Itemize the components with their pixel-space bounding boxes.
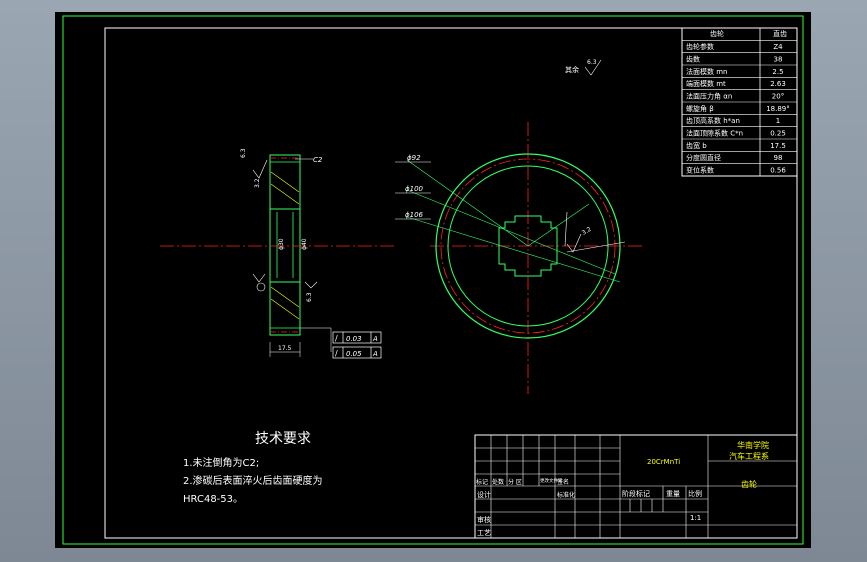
param-name-6: 齿顶高系数 h*an [686, 116, 740, 125]
outer-border [62, 15, 804, 545]
chamfer-label: C2 [313, 156, 323, 164]
param-value-7: 0.25 [770, 130, 786, 138]
tb-part-name: 齿轮 [741, 479, 757, 489]
svg-text:/: / [335, 349, 338, 358]
param-value-9: 98 [774, 154, 783, 162]
side-view: C2 6.3 3.2 6.3 ϕ30 ϕ40 17.5 [160, 148, 395, 359]
tb-school: 华南学院 [737, 440, 769, 450]
tb-department: 汽车工程系 [729, 451, 769, 461]
rough-rest: 6.3 [587, 59, 597, 66]
tip-circle [435, 153, 621, 339]
tb-zone: 分 区 [508, 478, 522, 486]
param-name-8: 齿宽 b [686, 141, 707, 150]
param-value-8: 17.5 [770, 142, 786, 150]
tolerance-frame-1: / 0.03 A [332, 331, 382, 344]
tb-material: 20CrMnTi [647, 458, 680, 466]
param-name-5: 螺旋角 β [686, 104, 714, 113]
tb-stage: 阶段标记 [622, 489, 650, 498]
tb-design: 设计 [477, 490, 491, 499]
param-value-1: 38 [774, 56, 783, 64]
param-value-3: 2.63 [770, 80, 786, 88]
dim-106: ϕ106 [405, 211, 424, 219]
width-dim: 17.5 [278, 345, 292, 352]
tb-count: 处数 [492, 478, 504, 486]
front-view: 3.2 ϕ92 ϕ100 ϕ106 其余 6.3 [395, 59, 645, 394]
dim-92: ϕ92 [407, 154, 421, 162]
tb-scale-value: 1:1 [690, 514, 701, 522]
tb-marks: 标记 [476, 478, 488, 486]
param-name-2: 法面模数 mn [686, 67, 727, 76]
rough-mid: 3.2 [254, 178, 261, 188]
pitch-circle [440, 158, 616, 334]
param-value-6: 1 [776, 117, 780, 125]
param-value-10: 0.56 [770, 167, 786, 175]
svg-text:/: / [335, 334, 338, 343]
tol2-value: 0.05 [346, 350, 362, 358]
param-name-0: 齿轮参数 [686, 42, 714, 51]
tb-signature: 签名 [557, 478, 569, 486]
tol1-datum: A [372, 335, 378, 343]
tech-title: 技术要求 [255, 431, 311, 447]
param-name-7: 法面顶隙系数 C*n [686, 129, 743, 138]
tolerance-frame-2: / 0.05 A [332, 346, 382, 359]
param-name-1: 齿数 [686, 55, 700, 64]
tech-line3: HRC48-53。 [183, 494, 243, 505]
param-name-3: 端面模数 mt [686, 79, 726, 88]
rough-top: 6.3 [240, 148, 247, 158]
tb-change: 更改文件号 [540, 477, 563, 484]
tb-review: 审核 [477, 515, 491, 524]
rough-bottom: 6.3 [306, 292, 313, 302]
tech-line2: 2.渗碳后表面淬火后齿面硬度为 [183, 474, 323, 487]
tb-std: 标准化 [557, 491, 575, 499]
rough-right: 3.2 [581, 226, 593, 237]
root-circle [447, 165, 609, 327]
param-header-right: 直齿 [773, 29, 787, 38]
datum-circle [256, 282, 266, 292]
title-block: 标记 处数 分 区 更改文件号 签名 设计 标准化 审核 工艺 20CrMnTi… [474, 434, 798, 539]
param-value-4: 20° [772, 93, 784, 101]
param-value-2: 2.5 [772, 68, 783, 76]
param-table: 齿轮参数 Z4 齿数 38 法面模数 mn 2.5 端面模数 mt 2.63 法面压力角 αn 2… [681, 27, 798, 177]
tb-process: 工艺 [477, 529, 491, 537]
drawing-svg: 齿轮参数 Z4 齿数 38 法面模数 mn 2.5 端面模数 mt 2.63 法面压力角 αn 2… [62, 15, 804, 545]
tol1-value: 0.03 [346, 335, 362, 343]
drawing-canvas[interactable]: 齿轮参数 Z4 齿数 38 法面模数 mn 2.5 端面模数 mt 2.63 法面压力角 αn 2… [55, 12, 811, 548]
dim-100: ϕ100 [405, 185, 424, 193]
inner-border [104, 27, 798, 539]
rest-surface-label: 其余 [565, 65, 579, 74]
tol2-datum: A [372, 350, 378, 358]
tb-weight: 重量 [666, 490, 680, 498]
param-name-4: 法面压力角 αn [686, 92, 732, 101]
param-header-left: 齿轮 [710, 29, 724, 38]
bore-dim: ϕ30 [278, 238, 285, 250]
tb-scale: 比例 [688, 489, 702, 498]
bore-rect [269, 208, 301, 283]
param-value-5: 18.89° [766, 105, 790, 113]
param-name-10: 变位系数 [686, 166, 714, 175]
tech-line1: 1.未注倒角为C2; [183, 456, 259, 469]
param-value-0: Z4 [773, 43, 783, 51]
hub-dim: ϕ40 [301, 238, 308, 250]
tech-requirements: 技术要求 1.未注倒角为C2; 2.渗碳后表面淬火后齿面硬度为 HRC48-53… [183, 431, 323, 505]
param-name-9: 分度圆直径 [686, 153, 721, 162]
